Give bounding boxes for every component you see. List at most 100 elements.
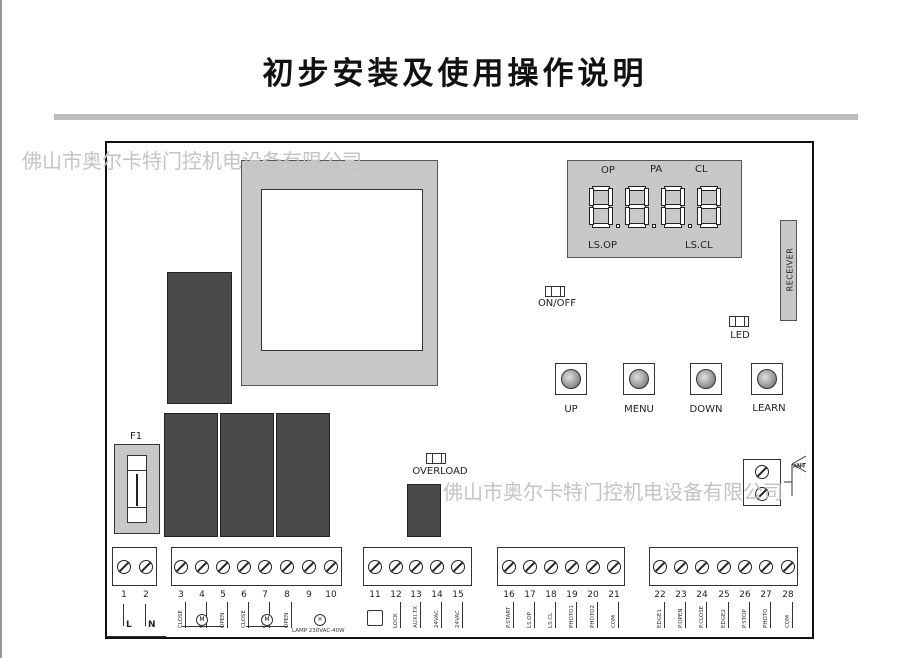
display-segment: [592, 223, 610, 228]
terminal-screw[interactable]: [430, 560, 444, 574]
display-segment: [608, 207, 613, 225]
learn-button-knob: [757, 369, 777, 389]
terminal-wire-label: COM: [785, 615, 791, 628]
display-label-lsop: LS.OP: [588, 240, 617, 251]
terminal-screw[interactable]: [607, 560, 621, 574]
terminal-screw[interactable]: [324, 560, 338, 574]
terminal-screw[interactable]: [565, 560, 579, 574]
menu-button[interactable]: [623, 363, 655, 395]
terminal-screw[interactable]: [174, 560, 188, 574]
onoff-switch[interactable]: [545, 286, 565, 297]
terminal-screw[interactable]: [139, 560, 153, 574]
transformer-core: [261, 189, 423, 351]
display-segment: [628, 204, 646, 209]
down-button[interactable]: [690, 363, 722, 395]
terminal-screw[interactable]: [523, 560, 537, 574]
terminal-wire-label: EDGE2: [721, 609, 727, 628]
display-digit: [625, 186, 649, 228]
relay-main: [167, 272, 232, 404]
menu-button-knob: [629, 369, 649, 389]
display-dot: [688, 224, 692, 228]
antenna-terminal: [743, 459, 781, 506]
up-button[interactable]: [555, 363, 587, 395]
terminal-number: 6: [241, 590, 247, 600]
fuse-body: [127, 455, 147, 523]
led-switch[interactable]: [729, 316, 749, 327]
display-label-lscl: LS.CL: [685, 240, 713, 251]
display-label-cl: CL: [695, 164, 708, 175]
watermark-1: 佛山市奥尔卡特门控机电设备有限公司: [22, 149, 362, 173]
overload-label: OVERLOAD: [412, 466, 468, 477]
terminal-screw[interactable]: [717, 560, 731, 574]
terminal-screw[interactable]: [195, 560, 209, 574]
terminal-screw[interactable]: [544, 560, 558, 574]
display-segment: [700, 204, 718, 209]
terminal-screw[interactable]: [237, 560, 251, 574]
motor-2-icon: M: [261, 614, 273, 626]
title-underline: [54, 114, 858, 120]
terminal-screw[interactable]: [409, 560, 423, 574]
relay-overload: [407, 484, 441, 537]
display-segment: [700, 223, 718, 228]
terminal-wire-label: PHOTO1: [569, 605, 575, 628]
display-segment: [589, 207, 594, 225]
terminal-number: 24: [696, 590, 708, 600]
learn-button[interactable]: [751, 363, 783, 395]
terminal-screw[interactable]: [759, 560, 773, 574]
terminal-number: 23: [675, 590, 687, 600]
antenna-icon: ANT: [784, 455, 807, 496]
relay-2: [220, 413, 274, 537]
terminal-wire-label: AUXI.TX: [413, 605, 419, 628]
terminal-screw[interactable]: [738, 560, 752, 574]
terminal-wire-label: LS.CL: [548, 612, 554, 628]
display-segment: [716, 207, 721, 225]
display-dot: [652, 224, 656, 228]
display-digit: [589, 186, 613, 228]
display-segment: [592, 204, 610, 209]
terminal-screw[interactable]: [117, 560, 131, 574]
terminal-number: 28: [782, 590, 794, 600]
display-segment: [644, 207, 649, 225]
receiver-label: RECEIVER: [785, 247, 795, 292]
terminal-screw[interactable]: [674, 560, 688, 574]
terminal-screw[interactable]: [502, 560, 516, 574]
terminal-wire-label: 24VAC: [455, 610, 461, 628]
relay-1: [164, 413, 218, 537]
terminal-wire-label: PHOTO2: [590, 605, 596, 628]
power-label-l: L: [126, 620, 132, 630]
terminal-screw[interactable]: [258, 560, 272, 574]
display-segment: [589, 188, 594, 206]
terminal-number: 5: [220, 590, 226, 600]
terminal-number: 17: [524, 590, 536, 600]
terminal-wire-label: LOCK: [393, 613, 399, 628]
display-label-op: OP: [601, 165, 615, 176]
terminal-screw[interactable]: [695, 560, 709, 574]
terminal-screw[interactable]: [586, 560, 600, 574]
antenna-screw-1[interactable]: [755, 465, 769, 479]
terminal-number: 13: [410, 590, 422, 600]
terminal-number: 8: [284, 590, 290, 600]
down-button-knob: [696, 369, 716, 389]
terminal-screw[interactable]: [368, 560, 382, 574]
watermark-2: 佛山市奥尔卡特门控机电设备有限公司: [443, 480, 783, 504]
terminal-screw[interactable]: [653, 560, 667, 574]
terminal-number: 7: [262, 590, 268, 600]
display-segment: [697, 207, 702, 225]
menu-label: MENU: [624, 404, 654, 415]
power-label-n: N: [148, 620, 156, 630]
terminal-number: 21: [608, 590, 620, 600]
terminal-screw[interactable]: [389, 560, 403, 574]
overload-switch[interactable]: [426, 453, 446, 464]
terminal-screw[interactable]: [280, 560, 294, 574]
terminal-number: 22: [654, 590, 666, 600]
antenna-screw-2[interactable]: [755, 487, 769, 501]
terminal-screw[interactable]: [781, 560, 795, 574]
terminal-screw[interactable]: [216, 560, 230, 574]
terminal-number: 27: [760, 590, 772, 600]
terminal-number: 9: [306, 590, 312, 600]
display-segment: [625, 188, 630, 206]
terminal-screw[interactable]: [451, 560, 465, 574]
terminal-screw[interactable]: [302, 560, 316, 574]
lamp-icon: ×: [314, 614, 326, 626]
up-label: UP: [564, 404, 578, 415]
